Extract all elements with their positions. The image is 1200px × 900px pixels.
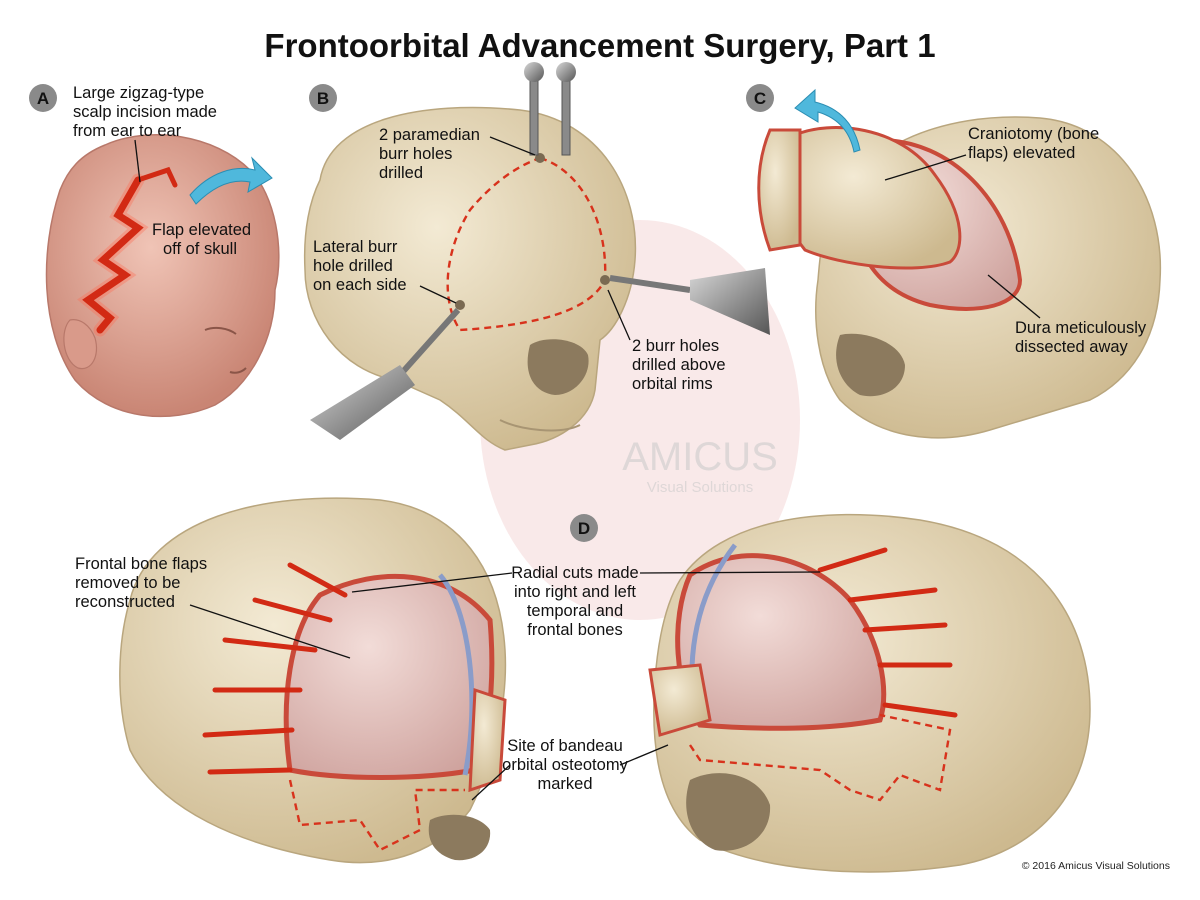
- b-paramedian-leader: [489, 136, 536, 156]
- d-bandeau-line2: orbital osteotomy: [502, 756, 628, 774]
- figure-title: Frontoorbital Advancement Surgery, Part …: [264, 27, 935, 64]
- d-frontal-leader: [189, 604, 351, 659]
- a-incision-leader: [134, 139, 141, 183]
- infant-head: [45, 134, 280, 418]
- a-incision-line2: scalp incision made: [73, 103, 217, 121]
- eye: [204, 326, 237, 335]
- elevate-arrow-icon: [794, 88, 861, 153]
- panel-a-badge: [29, 84, 57, 112]
- right-orbit: [686, 773, 771, 851]
- drill-chuck-2-icon: [556, 62, 576, 82]
- panel-a-letter: A: [37, 89, 49, 108]
- b-orbital-line3: orbital rims: [632, 375, 713, 393]
- panel-b-letter: B: [317, 89, 329, 108]
- b-lateral-leader: [419, 285, 457, 304]
- mouth: [229, 367, 247, 374]
- bandeau-flap-edge: [757, 128, 802, 252]
- d-bandeau-line1: Site of bandeau: [507, 737, 623, 755]
- c-dura-leader: [987, 274, 1041, 319]
- d-bandeau-leader-left: [471, 764, 511, 801]
- a-incision-line3: from ear to ear: [73, 122, 182, 140]
- left-orbit: [428, 814, 491, 861]
- lateral-drill-handpiece-icon: [310, 365, 415, 440]
- orbit-c: [836, 333, 905, 397]
- b-paramedian-line2: burr holes: [379, 145, 452, 163]
- d-radial-line3: temporal and: [527, 602, 623, 620]
- right-bandeau: [648, 663, 712, 737]
- panel-d: D Frontal bone flaps removed to be recon…: [75, 497, 1091, 873]
- d-radial-line2: into right and left: [514, 583, 636, 601]
- watermark-name: AMICUS: [622, 435, 778, 479]
- d-radial-leader-left: [351, 572, 513, 593]
- c-craniotomy-leader: [884, 154, 967, 181]
- b-lateral-line2: hole drilled: [313, 257, 393, 275]
- maxilla-b: [499, 419, 581, 432]
- panel-d-badge: [570, 514, 598, 542]
- zigzag-incision: [82, 176, 144, 334]
- b-orbital-line2: drilled above: [632, 356, 726, 374]
- left-sagittal-sinus: [438, 573, 475, 776]
- d-frontal-line2: removed to be: [75, 574, 180, 592]
- a-flap-line2: off of skull: [163, 240, 237, 258]
- b-paramedian-line1: 2 paramedian: [379, 126, 480, 144]
- c-dura-line2: dissected away: [1015, 338, 1129, 356]
- left-bandeau: [468, 687, 507, 793]
- panel-b: B 2 paramedian burr holes drilled Latera…: [303, 62, 770, 451]
- right-radial-cuts: [817, 547, 958, 718]
- drill-bit-2-icon: [561, 69, 571, 156]
- watermark-sub: Visual Solutions: [647, 479, 753, 496]
- orbit-b: [527, 339, 589, 395]
- b-orbital-leader: [607, 289, 631, 341]
- lateral-drill-bit-icon: [397, 308, 461, 377]
- c-craniotomy-line2: flaps) elevated: [968, 144, 1075, 162]
- d-frontal-line1: Frontal bone flaps: [75, 555, 207, 573]
- zigzag-incision-top: [135, 166, 178, 188]
- d-bandeau-leader-right: [619, 744, 669, 766]
- flap-arrow-icon: [189, 156, 273, 205]
- c-craniotomy-line1: Craniotomy (bone: [968, 125, 1099, 143]
- left-exposed-dura: [283, 573, 495, 780]
- copyright: © 2016 Amicus Visual Solutions: [1022, 860, 1170, 872]
- b-cut-outline: [446, 156, 607, 332]
- left-radial-cuts: [202, 562, 348, 775]
- d-radial-leader-right: [639, 571, 821, 574]
- panel-c-badge: [746, 84, 774, 112]
- a-incision-line1: Large zigzag-type: [73, 84, 204, 102]
- panel-c-letter: C: [754, 89, 766, 108]
- ear: [63, 319, 98, 370]
- panel-b-badge: [309, 84, 337, 112]
- orbital-drill-bit-icon: [609, 275, 691, 293]
- right-bandeau-osteotomy: [689, 713, 952, 802]
- drill-chuck-1-icon: [524, 62, 544, 82]
- a-flap-line1: Flap elevated: [152, 221, 251, 239]
- b-orbital-line1: 2 burr holes: [632, 337, 719, 355]
- panel-a: A Large zigzag-type scalp incision made …: [29, 84, 280, 418]
- d-radial-line4: frontal bones: [527, 621, 622, 639]
- orbital-burr-hole: [600, 275, 610, 285]
- b-lateral-line1: Lateral burr: [313, 238, 398, 256]
- d-bandeau-line3: marked: [537, 775, 592, 793]
- drill-bit-1-icon: [529, 69, 539, 156]
- orbital-drill-handpiece-icon: [690, 268, 770, 335]
- d-frontal-line3: reconstructed: [75, 593, 175, 611]
- panel-c: C Craniotomy (bone flaps) elevated Dura …: [746, 84, 1162, 439]
- panel-d-letter: D: [578, 519, 590, 538]
- lateral-burr-hole: [455, 300, 465, 310]
- c-dura-line1: Dura meticulously: [1015, 319, 1147, 337]
- b-paramedian-line3: drilled: [379, 164, 423, 182]
- d-radial-line1: Radial cuts made: [511, 564, 638, 582]
- b-lateral-line3: on each side: [313, 276, 407, 294]
